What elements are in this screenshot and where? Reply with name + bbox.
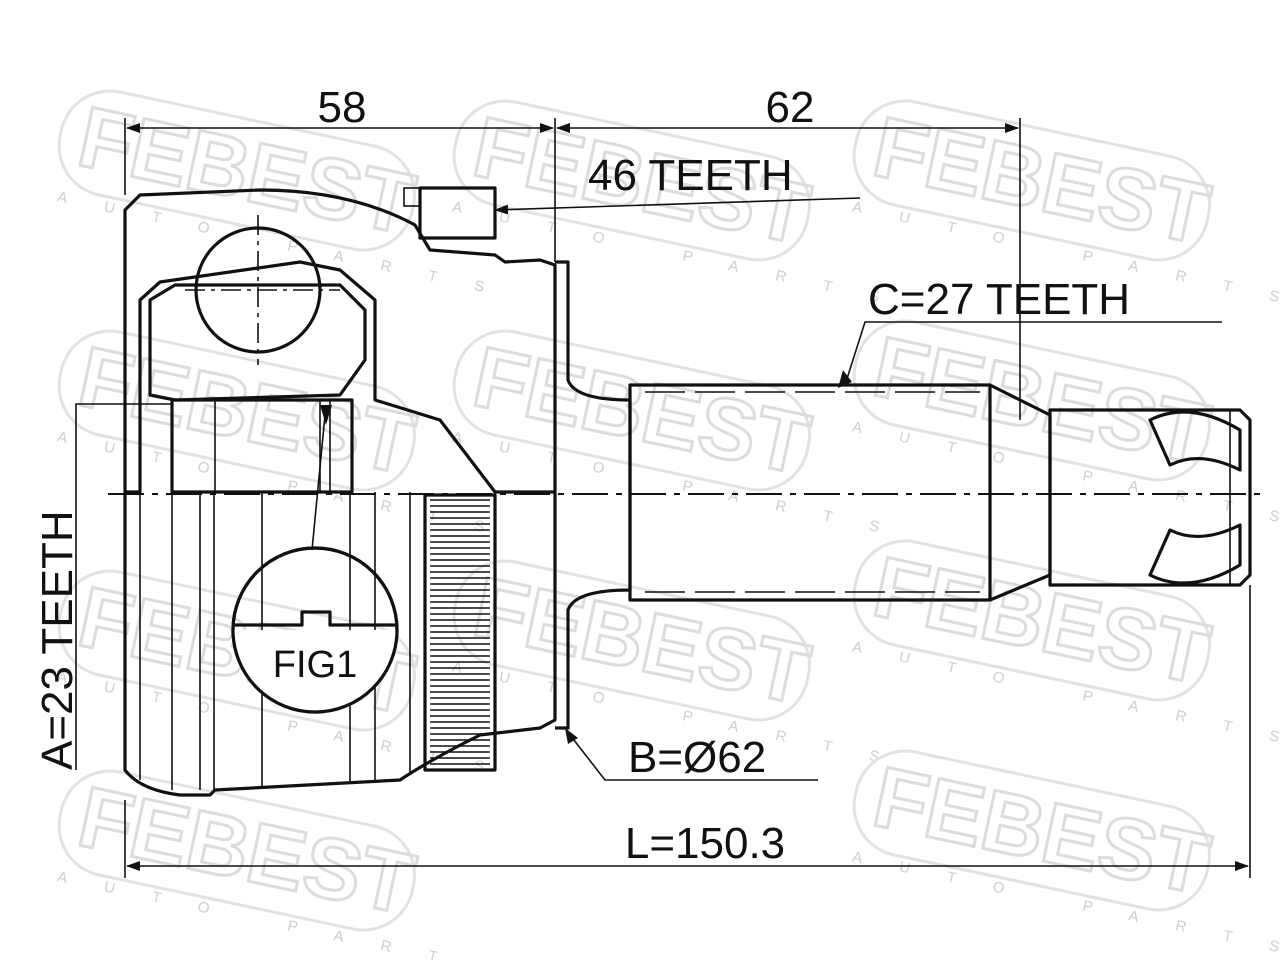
abs-ring-lip bbox=[403, 187, 421, 207]
callout-arrow-27 bbox=[838, 370, 852, 388]
fig1-leader-arrow bbox=[320, 405, 332, 425]
inner-spline-bore bbox=[170, 398, 354, 494]
watermark-tile: FEBEST AUTO PARTS bbox=[851, 537, 1280, 753]
callout-b-diameter: B=Ø62 bbox=[628, 733, 766, 782]
fig1-detail: FIG1 bbox=[231, 404, 399, 714]
watermark-tile: FEBEST AUTO PARTS bbox=[851, 317, 1280, 533]
callout-leader-46 bbox=[494, 197, 861, 215]
callout-27-teeth: C=27 TEETH bbox=[868, 275, 1130, 324]
abs-ring bbox=[403, 186, 497, 772]
inner-race bbox=[148, 215, 367, 494]
callouts: 46 TEETH C=27 TEETH B=Ø62 A=23 TEETH bbox=[33, 151, 1222, 782]
fig1-key-profile bbox=[235, 610, 395, 627]
fig1-lower-half bbox=[233, 630, 397, 712]
housing-upper-section bbox=[123, 188, 557, 494]
inner-race-section bbox=[148, 283, 367, 402]
abs-ring-teeth bbox=[430, 499, 490, 765]
housing-lower-outline bbox=[123, 492, 557, 797]
dimension-label-58: 58 bbox=[318, 83, 367, 132]
outer-spline-section bbox=[628, 383, 992, 602]
callout-leader-27 bbox=[844, 321, 1222, 386]
callout-arrow-b bbox=[565, 728, 578, 744]
fig1-leader bbox=[311, 404, 327, 551]
callout-46-teeth: 46 TEETH bbox=[588, 151, 793, 200]
fig1-label: FIG1 bbox=[273, 644, 357, 686]
threaded-end bbox=[1048, 408, 1252, 587]
thread-section-bottom bbox=[1148, 523, 1242, 585]
callout-leader-b bbox=[569, 734, 818, 781]
callout-leader-a bbox=[75, 403, 172, 770]
callout-23-teeth: A=23 TEETH bbox=[33, 510, 82, 770]
fig1-circle-outline bbox=[231, 546, 399, 714]
watermark-tile: FEBEST AUTO PARTS bbox=[851, 747, 1280, 960]
dimension-label-total: L=150.3 bbox=[625, 819, 785, 868]
dimensions: 58 62 L=150.3 bbox=[124, 83, 1251, 878]
dimension-label-62: 62 bbox=[766, 83, 815, 132]
watermark-tile: FEBEST AUTO PARTS bbox=[56, 767, 523, 960]
thread-section-top bbox=[1148, 410, 1242, 472]
outer-housing bbox=[123, 188, 557, 797]
